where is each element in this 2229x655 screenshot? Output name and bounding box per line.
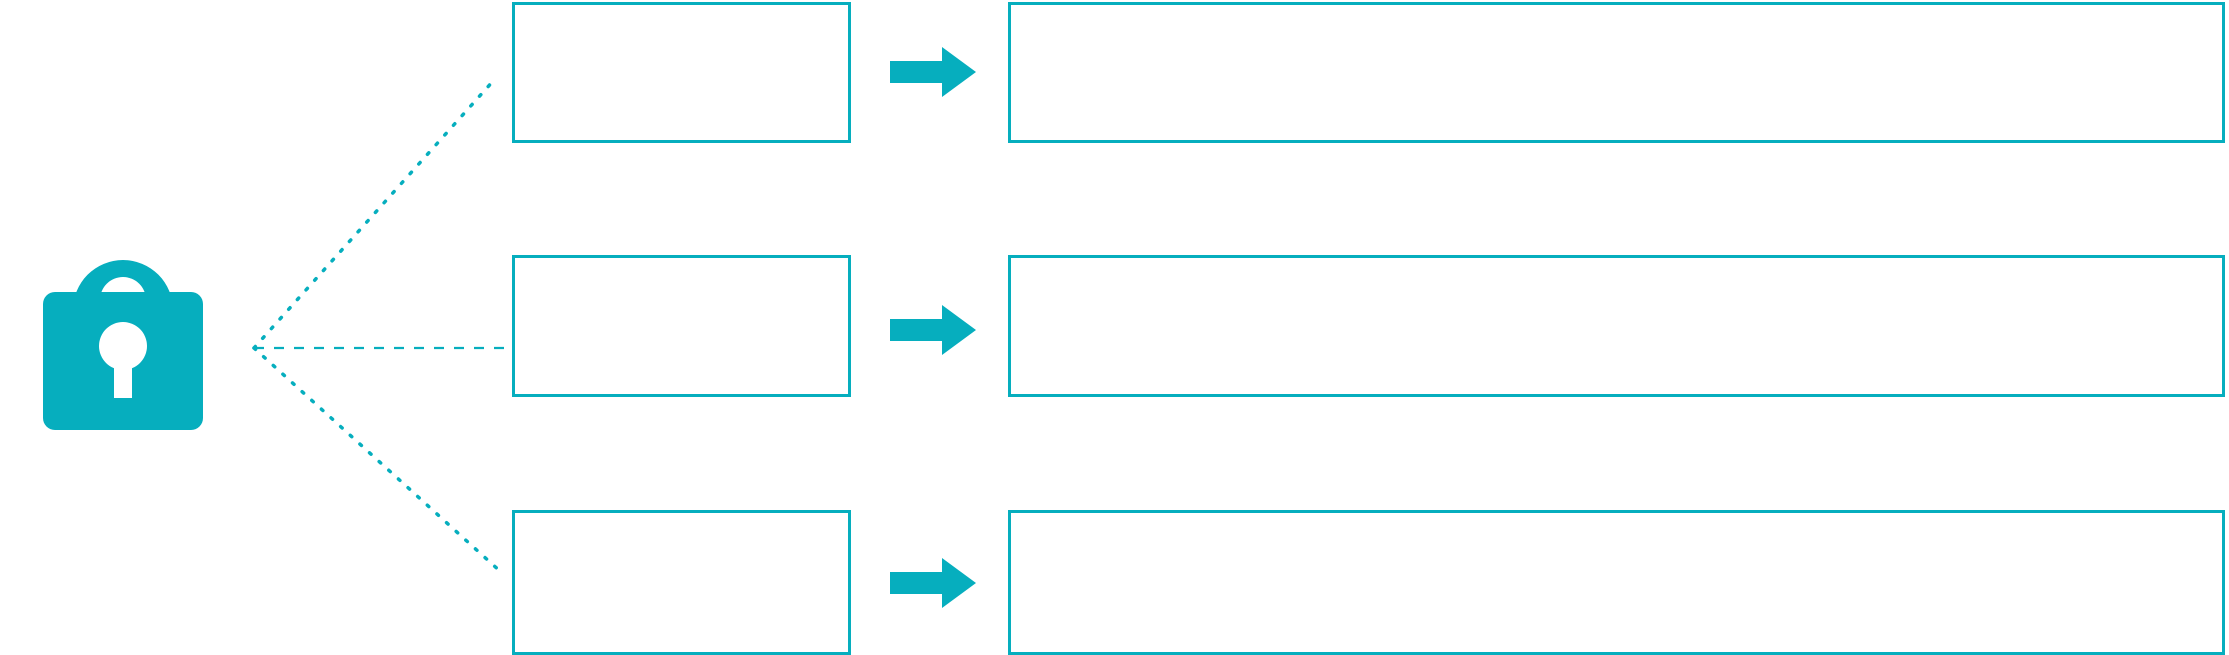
target-box-2[interactable] bbox=[1008, 255, 2225, 397]
connector-line-bottom bbox=[252, 346, 504, 575]
source-box-2[interactable] bbox=[512, 255, 851, 397]
connector-line-top bbox=[252, 78, 496, 350]
source-box-3[interactable] bbox=[512, 510, 851, 655]
arrow-right-icon-3 bbox=[890, 558, 976, 608]
target-box-1-label bbox=[1011, 5, 2222, 25]
source-box-2-label bbox=[515, 258, 848, 278]
source-box-1-label bbox=[515, 5, 848, 25]
lock-icon bbox=[43, 260, 203, 430]
target-box-1[interactable] bbox=[1008, 2, 2225, 143]
target-box-3[interactable] bbox=[1008, 510, 2225, 655]
target-box-2-label bbox=[1011, 258, 2222, 278]
arrow-right-icon-1 bbox=[890, 47, 976, 97]
target-box-3-label bbox=[1011, 513, 2222, 533]
arrow-right-icon-2 bbox=[890, 305, 976, 355]
source-box-1[interactable] bbox=[512, 2, 851, 143]
source-box-3-label bbox=[515, 513, 848, 533]
